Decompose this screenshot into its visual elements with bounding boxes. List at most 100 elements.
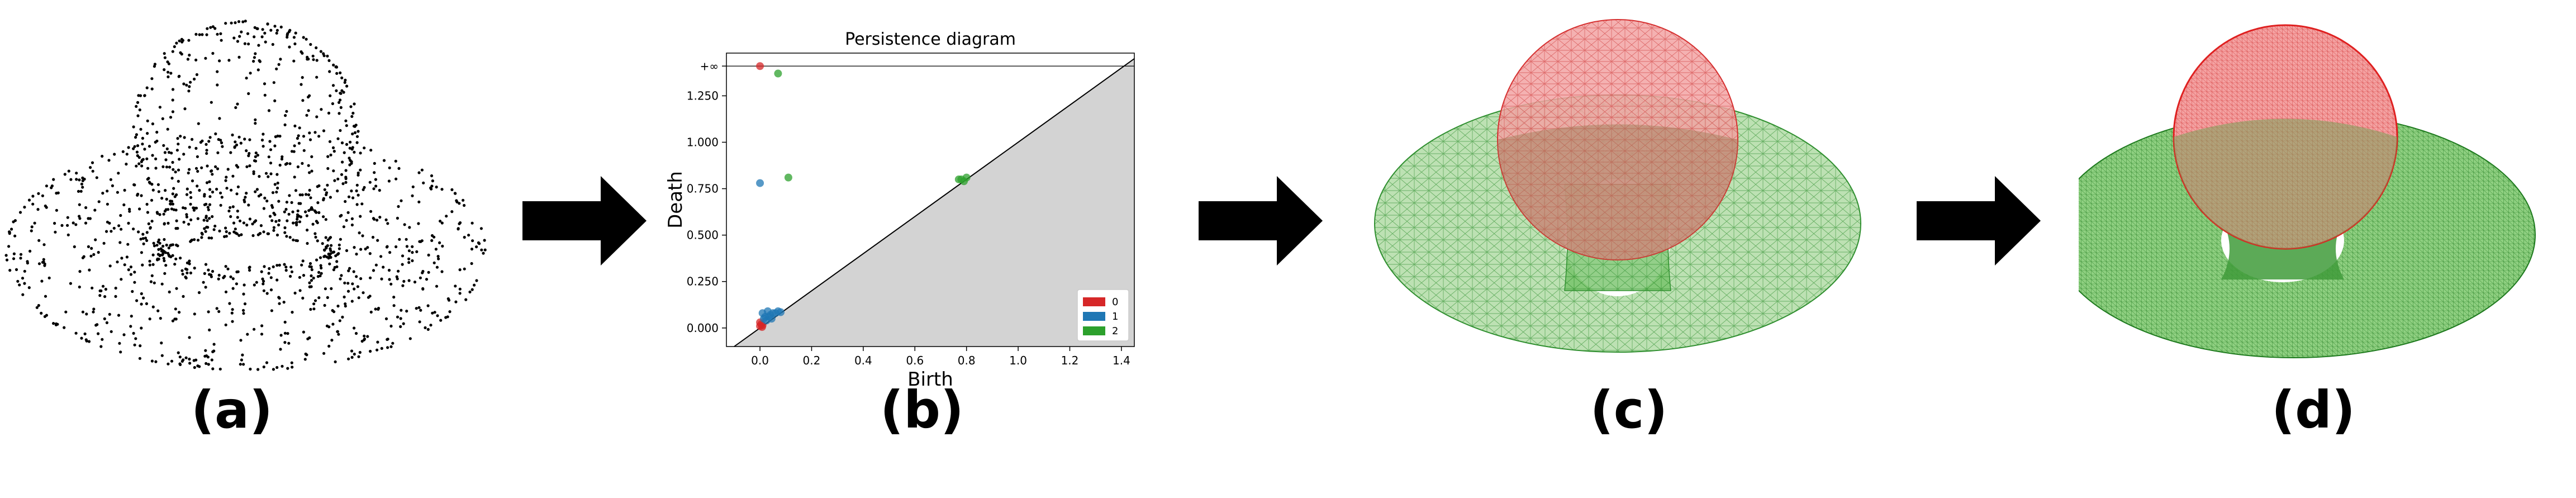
- cloud-point: [281, 155, 284, 159]
- cloud-point: [273, 144, 277, 148]
- cloud-point: [255, 188, 259, 191]
- cloud-point: [167, 221, 170, 225]
- cloud-point: [402, 279, 406, 283]
- cloud-point: [176, 137, 179, 140]
- cloud-point: [211, 367, 215, 371]
- cloud-point: [223, 235, 226, 238]
- cloud-point: [210, 273, 213, 277]
- cloud-point: [440, 221, 444, 225]
- cloud-point: [429, 324, 432, 327]
- cloud-point: [248, 151, 251, 155]
- cloud-point: [237, 234, 241, 237]
- cloud-point: [462, 198, 465, 202]
- cloud-point: [184, 267, 187, 271]
- cloud-point: [353, 246, 356, 249]
- x-tick-label: 0.2: [803, 354, 821, 367]
- cloud-point: [43, 315, 46, 319]
- cloud-point: [163, 151, 167, 154]
- cloud-point: [230, 188, 233, 192]
- cloud-point: [54, 323, 58, 326]
- cloud-point: [338, 247, 341, 250]
- cloud-point: [308, 131, 311, 135]
- cloud-point: [191, 179, 194, 183]
- cloud-point: [85, 312, 88, 316]
- cloud-point: [379, 255, 383, 258]
- panel-label-d: (d): [2271, 380, 2355, 440]
- cloud-point: [267, 109, 271, 112]
- cloud-point: [163, 272, 167, 275]
- cloud-point: [243, 283, 246, 287]
- cloud-point: [260, 35, 264, 39]
- cloud-point: [305, 113, 308, 117]
- cloud-point: [296, 136, 300, 140]
- cloud-point: [144, 236, 148, 240]
- cloud-point: [150, 198, 154, 202]
- cloud-point: [322, 215, 325, 219]
- cloud-point: [161, 165, 165, 168]
- pd-point-h2: [774, 69, 782, 78]
- cloud-point: [236, 185, 240, 188]
- cloud-point: [146, 211, 149, 214]
- cloud-point: [224, 226, 227, 230]
- cloud-point: [270, 204, 274, 207]
- cloud-point: [325, 246, 328, 250]
- cloud-point: [194, 58, 198, 61]
- cloud-point: [400, 309, 403, 312]
- cloud-point: [411, 259, 414, 263]
- cloud-point: [471, 239, 474, 243]
- cloud-point: [103, 317, 106, 321]
- cloud-point: [415, 307, 418, 310]
- cloud-point: [427, 271, 430, 274]
- cloud-point: [173, 263, 177, 266]
- cloud-point: [63, 173, 66, 176]
- cloud-point: [165, 243, 168, 247]
- cloud-point: [440, 188, 444, 191]
- cloud-point: [232, 36, 236, 40]
- cloud-point: [13, 234, 17, 238]
- cloud-point: [357, 130, 360, 133]
- cloud-point: [354, 124, 358, 127]
- cloud-point: [293, 42, 297, 46]
- cloud-point: [181, 272, 184, 276]
- cloud-point: [174, 307, 177, 311]
- cloud-point: [296, 239, 300, 243]
- cloud-point: [271, 42, 274, 46]
- cloud-point: [253, 26, 256, 29]
- cloud-point: [208, 180, 211, 183]
- cloud-point: [194, 32, 198, 36]
- cloud-point: [235, 143, 239, 146]
- cloud-point: [167, 246, 170, 250]
- cloud-point: [208, 217, 211, 220]
- cloud-point: [89, 254, 93, 258]
- cloud-point: [188, 145, 191, 149]
- cloud-point: [435, 186, 438, 189]
- cloud-point: [142, 242, 145, 245]
- cloud-point: [78, 285, 81, 289]
- cloud-point: [159, 247, 163, 250]
- cloud-point: [341, 315, 344, 319]
- cloud-point: [91, 169, 94, 173]
- cloud-point: [217, 273, 221, 277]
- cloud-point: [430, 234, 434, 238]
- cloud-point: [208, 195, 212, 198]
- cloud-point: [98, 289, 102, 293]
- cloud-point: [188, 336, 191, 339]
- cloud-point: [286, 219, 289, 222]
- cloud-point: [334, 254, 338, 258]
- cloud-point: [211, 269, 215, 273]
- cloud-point: [475, 279, 478, 282]
- cloud-point: [150, 359, 154, 363]
- cloud-point: [301, 259, 305, 263]
- cloud-point: [339, 98, 342, 102]
- cloud-point: [278, 219, 281, 222]
- cloud-point: [210, 169, 213, 173]
- cloud-point: [164, 189, 167, 192]
- cloud-point: [436, 314, 439, 317]
- cloud-point: [323, 303, 326, 307]
- cloud-point: [135, 299, 139, 302]
- cloud-point: [394, 159, 397, 163]
- cloud-point: [296, 215, 299, 219]
- cloud-point: [158, 213, 161, 216]
- cloud-point: [82, 255, 85, 258]
- cloud-point: [114, 295, 117, 298]
